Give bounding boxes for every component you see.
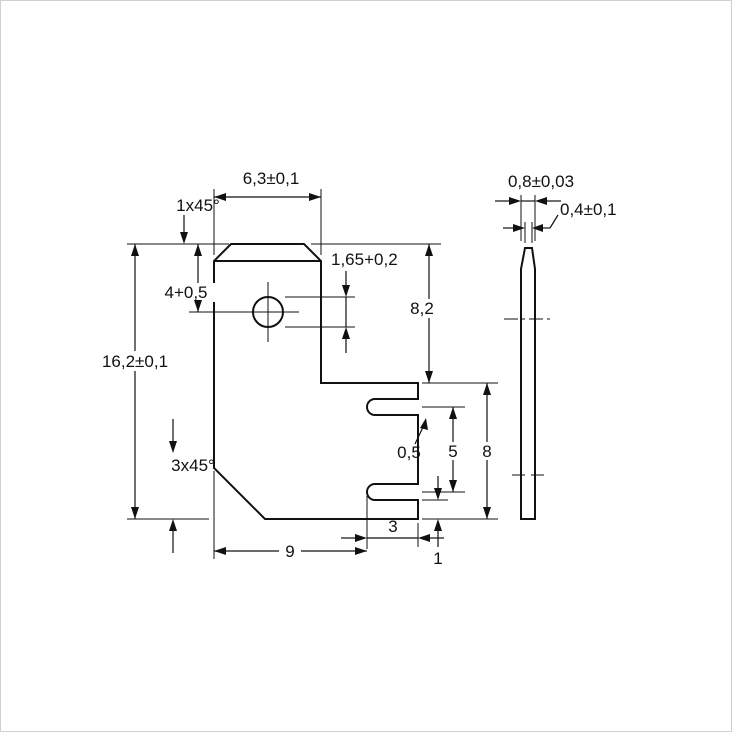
dim-hole-diameter-label: 1,65+0,2 xyxy=(331,250,398,269)
dim-tab-width: 6,3±0,1 xyxy=(213,169,322,255)
dim-tip-thickness: 0,4±0,1 xyxy=(503,200,617,243)
dim-bottom-web-label: 1 xyxy=(433,549,442,568)
dim-slot-radius-label: 0,5 xyxy=(397,443,421,462)
dim-bottom-web: 1 xyxy=(422,476,448,568)
dim-slot-spacing: 5 xyxy=(422,406,465,493)
dim-slot-radius: 0,5 xyxy=(397,418,428,462)
dim-hole-diameter: 1,65+0,2 xyxy=(285,250,398,353)
dim-material-thickness-label: 0,8±0,03 xyxy=(508,172,574,191)
dim-hole-offset: 4+0,5 xyxy=(155,244,217,312)
dim-body-width: 9 xyxy=(213,471,368,561)
dim-lower-section-height-label: 8 xyxy=(482,442,491,461)
dim-tab-length: 8,2 xyxy=(311,243,445,383)
dim-tab-width-label: 6,3±0,1 xyxy=(243,169,300,188)
part-outline xyxy=(213,243,419,520)
dim-tab-length-label: 8,2 xyxy=(410,299,434,318)
dim-material-thickness: 0,8±0,03 xyxy=(495,172,574,241)
front-view-part xyxy=(189,243,419,520)
dim-overall-height-label: 16,2±0,1 xyxy=(102,352,168,371)
dim-slot-length-label: 3 xyxy=(388,517,397,536)
dim-slot-length: 3 xyxy=(341,517,444,547)
dim-slot-spacing-label: 5 xyxy=(448,442,457,461)
dim-tip-thickness-label: 0,4±0,1 xyxy=(560,200,617,219)
dim-top-chamfer-label: 1x45° xyxy=(176,196,220,215)
side-view-part xyxy=(504,247,552,520)
dim-hole-offset-label: 4+0,5 xyxy=(164,283,207,302)
dim-top-chamfer: 1x45° xyxy=(176,196,220,244)
dim-lower-section-height: 8 xyxy=(422,382,498,520)
dim-body-width-label: 9 xyxy=(285,542,294,561)
dim-bottom-chamfer: 3x45° xyxy=(169,419,215,553)
dim-overall-height: 16,2±0,1 xyxy=(83,243,229,520)
dim-bottom-chamfer-label: 3x45° xyxy=(171,456,215,475)
side-profile-outline xyxy=(520,247,536,520)
